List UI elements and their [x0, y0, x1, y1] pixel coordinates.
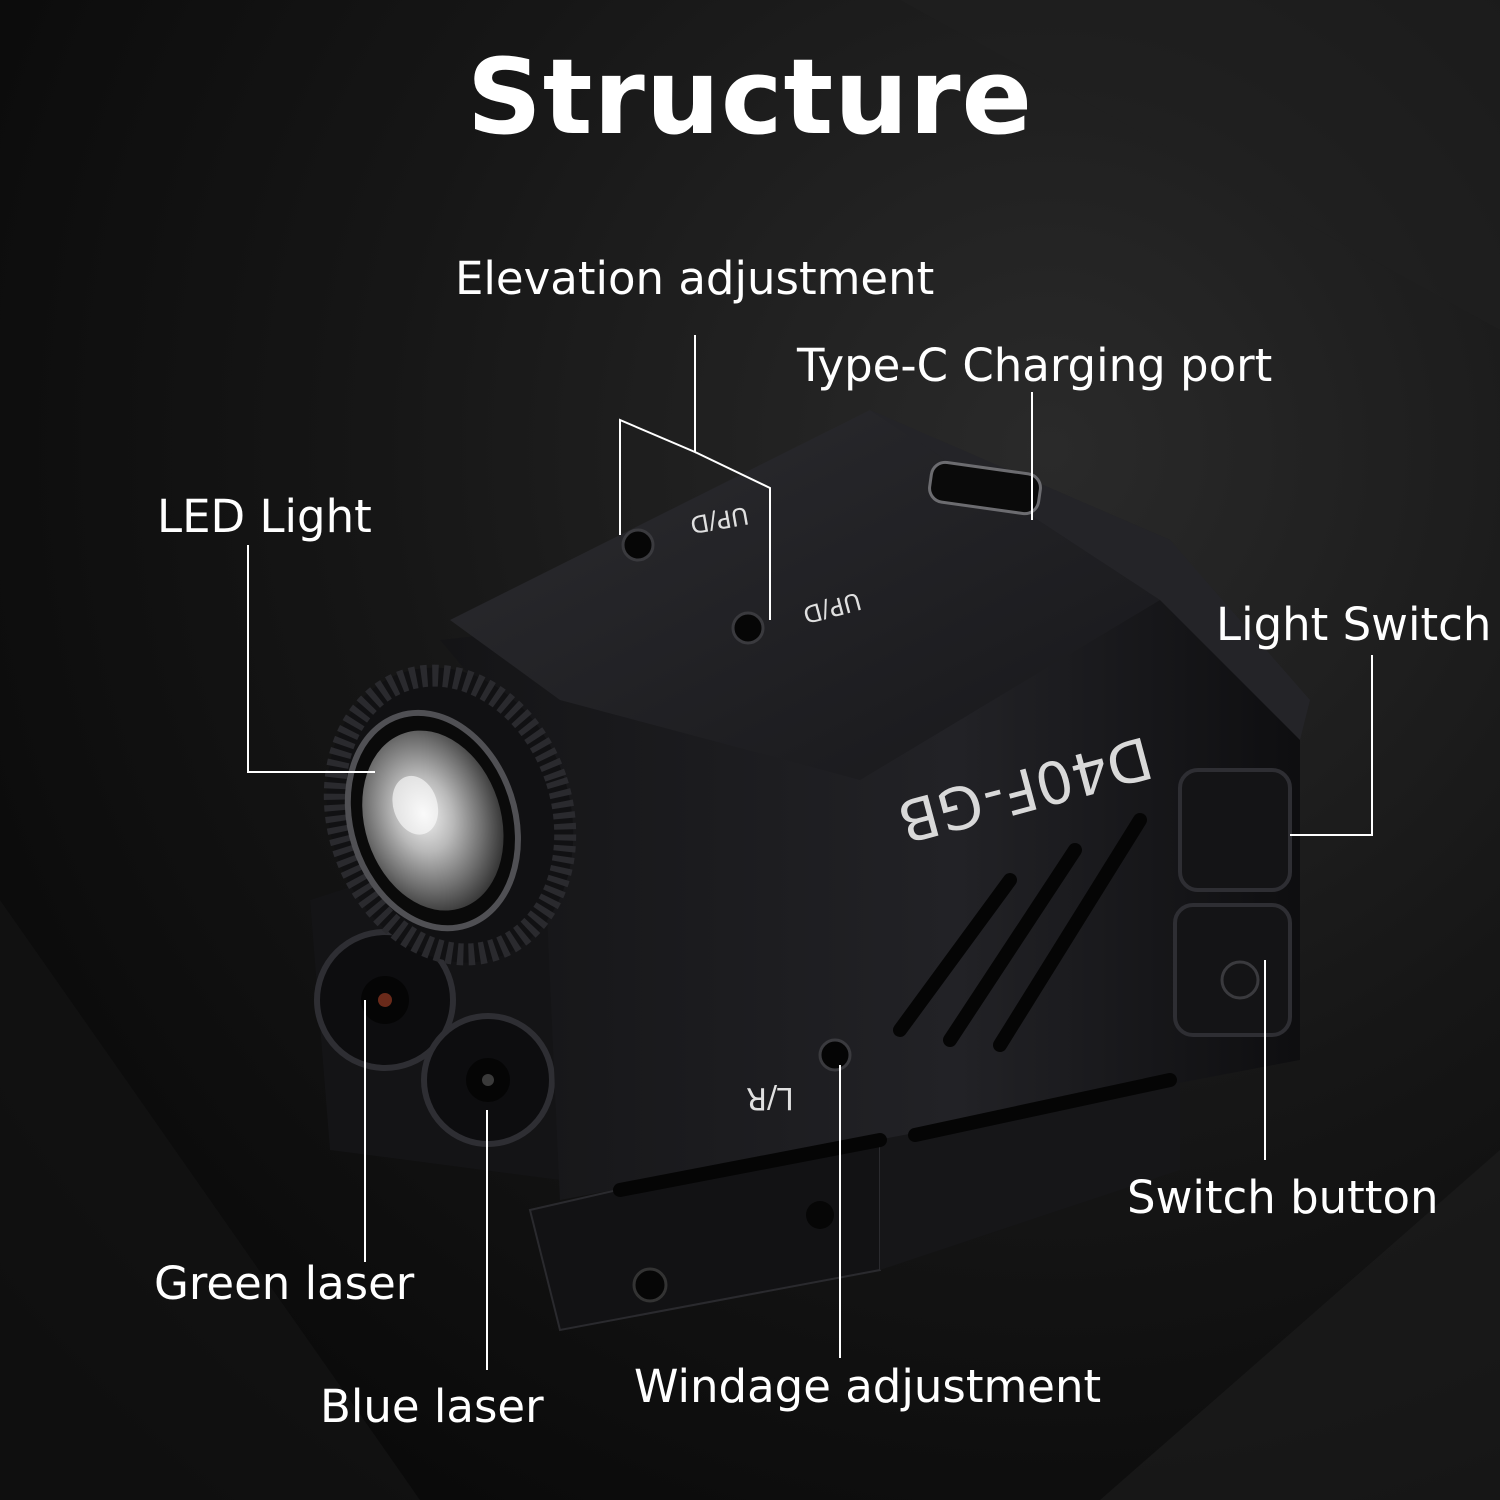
leader-elevation-branch	[694, 451, 771, 620]
page-title: Structure	[466, 36, 1034, 158]
label-blue-laser: Blue laser	[320, 1380, 544, 1433]
label-elevation-adjustment: Elevation adjustment	[455, 252, 935, 305]
windage-engraving: L/R	[746, 1080, 794, 1115]
leader-light-switch	[1290, 655, 1373, 836]
label-led-light: LED Light	[157, 490, 372, 543]
label-light-switch: Light Switch	[1216, 598, 1492, 651]
label-green-laser: Green laser	[154, 1257, 415, 1310]
label-type-c-charging-port: Type-C Charging port	[797, 339, 1273, 392]
label-windage-adjustment: Windage adjustment	[634, 1360, 1102, 1413]
leader-led	[247, 545, 375, 773]
leader-elevation	[619, 335, 696, 535]
label-switch-button: Switch button	[1127, 1171, 1439, 1224]
